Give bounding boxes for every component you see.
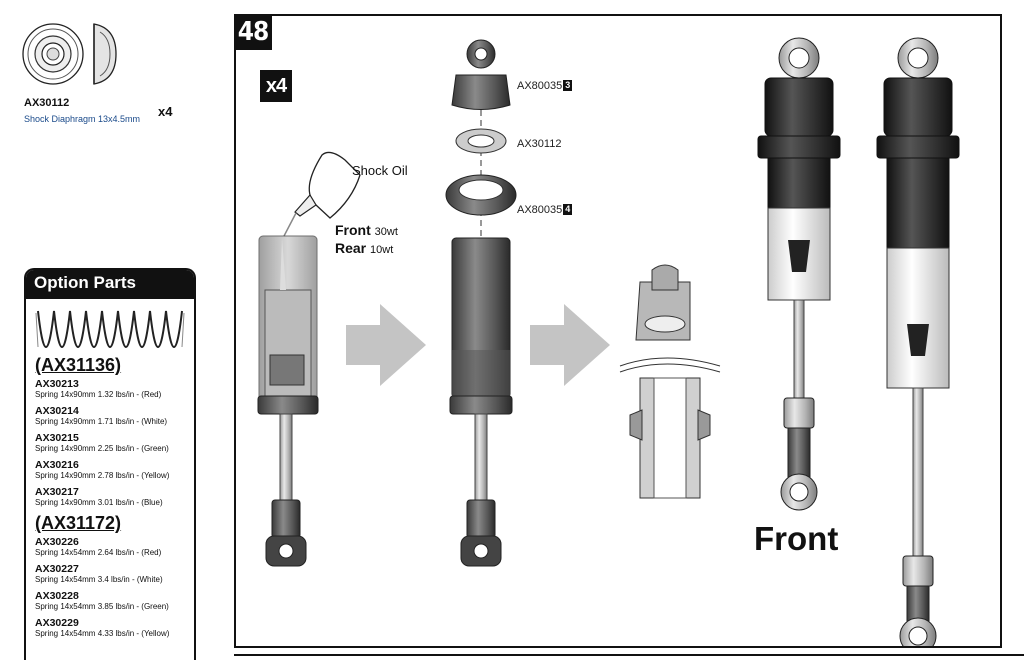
shock-filling-icon — [257, 235, 319, 567]
shock-oil-label: Shock Oil — [352, 163, 408, 178]
step-multiplier-badge: x4 — [260, 70, 292, 102]
cutaway-detail-icon — [619, 264, 721, 499]
part-quantity: x4 — [158, 104, 173, 119]
step-number-badge: 48 — [234, 14, 272, 50]
arrow-right-icon — [530, 304, 610, 386]
spring-icon — [35, 310, 185, 349]
option-parts-title: Option Parts — [26, 270, 194, 299]
option-group-code: (AX31136) — [35, 355, 122, 375]
front-label: Front — [754, 520, 839, 557]
bottom-divider — [234, 654, 1024, 656]
diaphragm-illustration — [22, 23, 117, 85]
oil-bottle-icon — [283, 151, 361, 237]
part-code: AX30112 — [24, 97, 70, 109]
part-description: Shock Diaphragm 13x4.5mm — [24, 114, 141, 124]
step-frame — [234, 14, 1002, 648]
assembly-illustration — [257, 37, 960, 646]
rear-shock-icon — [876, 37, 960, 646]
front-shock-icon — [757, 37, 841, 511]
front-oil-weight: Front 30wt — [335, 222, 398, 238]
arrow-right-icon — [346, 304, 426, 386]
shock-exploded-icon — [445, 39, 517, 567]
option-group-code: (AX31172) — [35, 513, 122, 533]
rear-oil-weight: Rear 10wt — [335, 240, 394, 256]
callout-diaphragm: AX30112 — [517, 138, 562, 150]
